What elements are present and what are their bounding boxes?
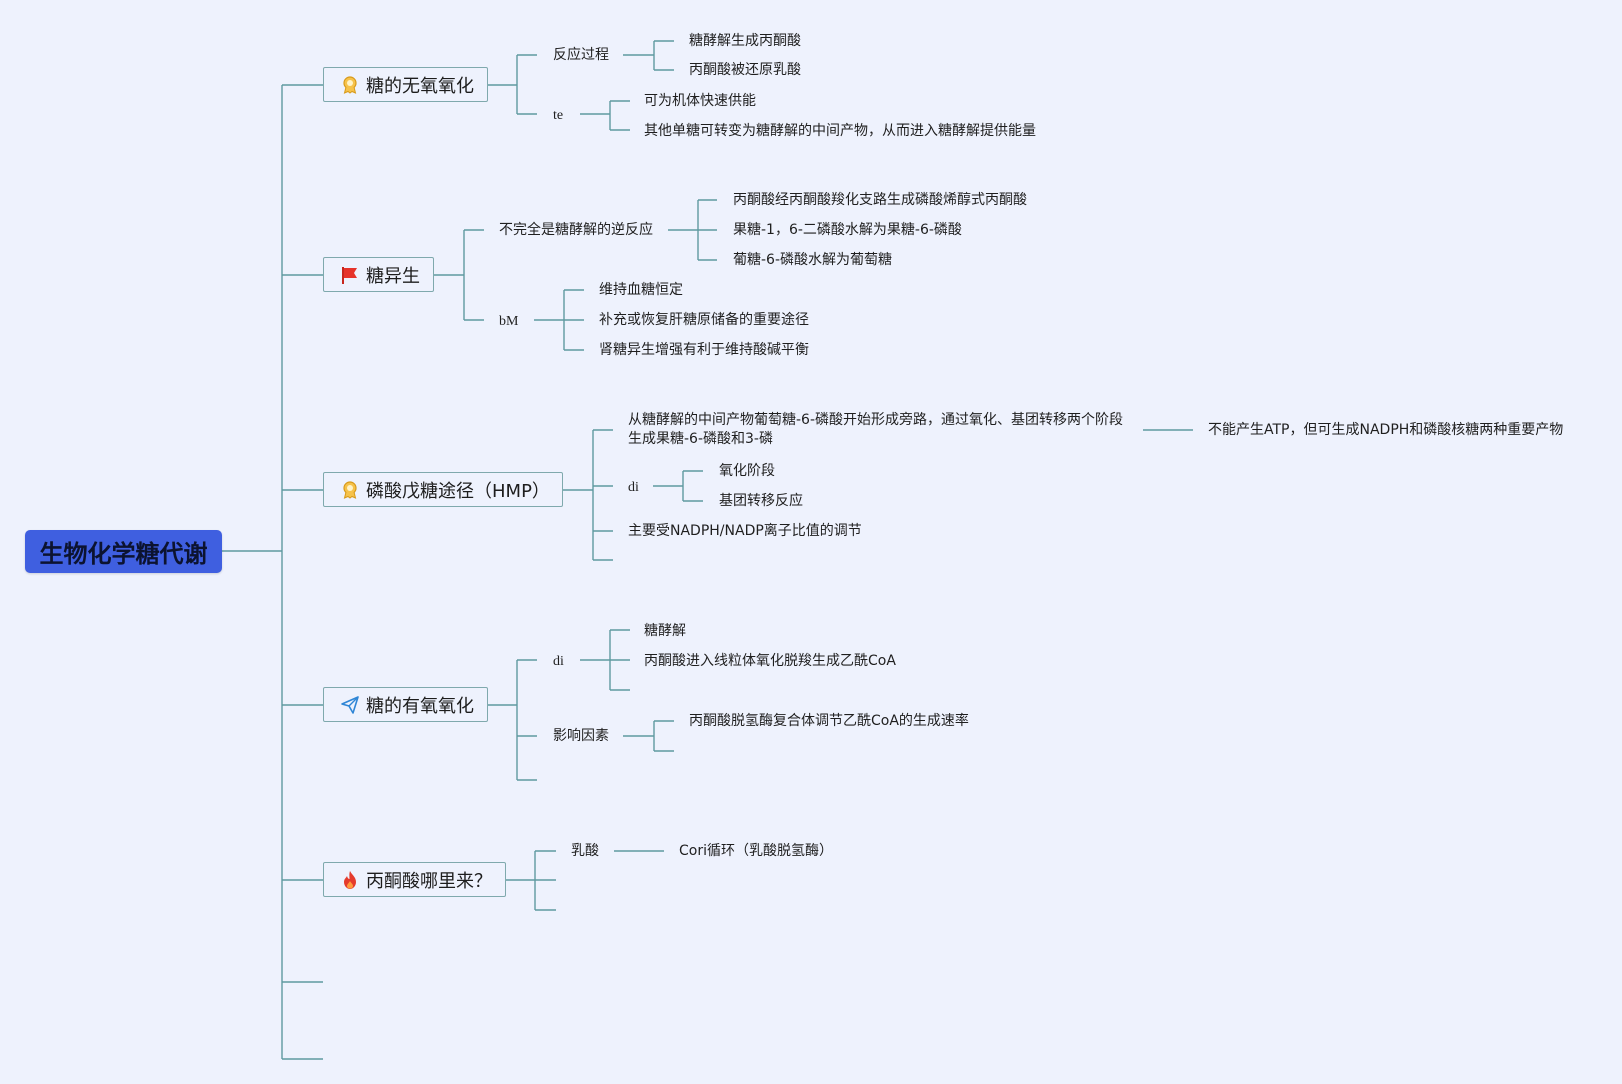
branch-label: 糖的无氧氧化 [366, 75, 474, 97]
subtopic[interactable]: 影响因素 [553, 728, 609, 744]
leaf-topic[interactable]: 丙酮酸进入线粒体氧化脱羧生成乙酰CoA [644, 653, 896, 669]
branch-label: 磷酸戊糖途径（HMP） [366, 480, 550, 502]
leaf-topic[interactable]: Cori循环（乳酸脱氢酶） [679, 843, 833, 859]
subtopic[interactable]: 反应过程 [553, 47, 609, 63]
leaf-topic[interactable]: 可为机体快速供能 [644, 93, 756, 109]
subtopic[interactable]: 乳酸 [571, 843, 599, 859]
branch-label: 糖异生 [366, 265, 420, 287]
leaf-topic[interactable]: 维持血糖恒定 [599, 282, 683, 298]
subtopic[interactable]: di [628, 480, 639, 495]
subtopic[interactable]: te [553, 108, 564, 123]
leaf-topic[interactable]: 肾糖异生增强有利于维持酸碱平衡 [599, 342, 809, 358]
subtopic[interactable]: di [553, 654, 564, 669]
subtopic[interactable]: bM [499, 314, 519, 329]
subtopic-line: 从糖酵解的中间产物葡萄糖-6-磷酸开始形成旁路，通过氧化、基团转移两个阶段 [628, 412, 1124, 428]
leaf-topic[interactable]: 补充或恢复肝糖原储备的重要途径 [599, 312, 809, 328]
leaf-topic[interactable]: 糖酵解 [644, 623, 686, 639]
branch-label: 糖的有氧氧化 [366, 695, 474, 717]
leaf-topic[interactable]: 丙酮酸脱氢酶复合体调节乙酰CoA的生成速率 [689, 713, 969, 729]
award-ribbon-icon [340, 75, 360, 95]
branch-anaerobic-glycolysis[interactable]: 糖的无氧氧化 [323, 67, 488, 102]
subtopic[interactable]: 不完全是糖酵解的逆反应 [499, 222, 653, 238]
leaf-topic[interactable]: 果糖-1，6-二磷酸水解为果糖-6-磷酸 [733, 222, 962, 238]
subtopic-multiline[interactable]: 从糖酵解的中间产物葡萄糖-6-磷酸开始形成旁路，通过氧化、基团转移两个阶段 生成… [628, 411, 1123, 449]
leaf-topic[interactable]: 丙酮酸经丙酮酸羧化支路生成磷酸烯醇式丙酮酸 [733, 192, 1027, 208]
subtopic[interactable]: 主要受NADPH/NADP离子比值的调节 [628, 523, 862, 539]
leaf-topic[interactable]: 糖酵解生成丙酮酸 [689, 33, 801, 49]
leaf-topic[interactable]: 葡糖-6-磷酸水解为葡萄糖 [733, 252, 893, 268]
leaf-topic[interactable]: 基团转移反应 [719, 493, 803, 509]
branch-gluconeogenesis[interactable]: 糖异生 [323, 257, 434, 292]
branch-pyruvate-source[interactable]: 丙酮酸哪里来？ [323, 862, 506, 897]
leaf-topic[interactable]: 丙酮酸被还原乳酸 [689, 62, 801, 78]
award-ribbon-icon [340, 480, 360, 500]
paper-plane-icon [340, 695, 360, 715]
leaf-topic[interactable]: 氧化阶段 [719, 463, 775, 479]
leaf-topic[interactable]: 不能产生ATP，但可生成NADPH和磷酸核糖两种重要产物 [1208, 422, 1564, 438]
red-flag-icon [340, 265, 360, 285]
subtopic-line: 生成果糖-6-磷酸和3-磷 [628, 431, 773, 447]
branch-label: 丙酮酸哪里来？ [366, 870, 492, 892]
flame-icon [340, 870, 360, 890]
root-topic[interactable]: 生物化学糖代谢 [25, 530, 222, 573]
leaf-topic[interactable]: 其他单糖可转变为糖酵解的中间产物，从而进入糖酵解提供能量 [644, 123, 1036, 139]
branch-aerobic-oxidation[interactable]: 糖的有氧氧化 [323, 687, 488, 722]
branch-pentose-phosphate[interactable]: 磷酸戊糖途径（HMP） [323, 472, 563, 507]
